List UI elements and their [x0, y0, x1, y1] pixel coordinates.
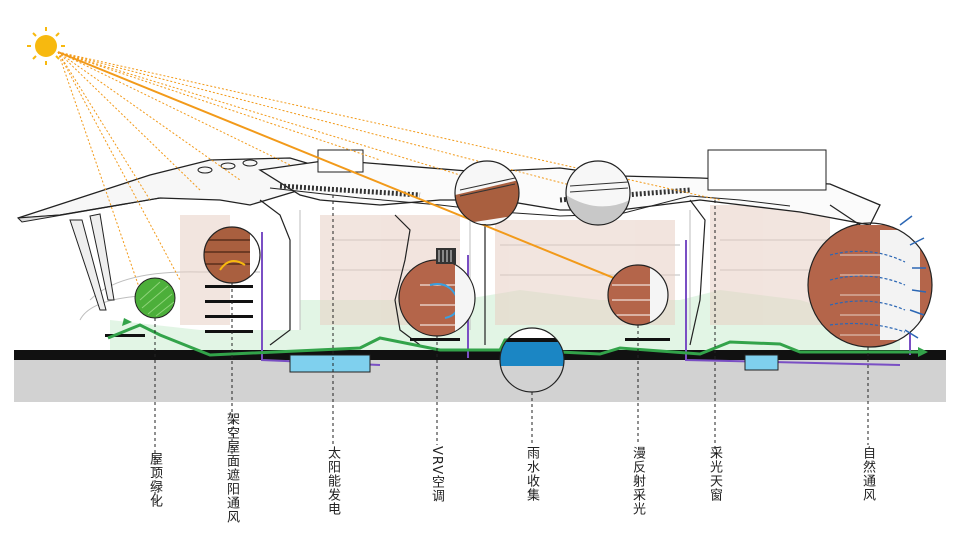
label-solar-power: 太阳能发电: [325, 446, 340, 516]
rain-tanks: [289, 354, 779, 373]
detail-rainwater: [499, 327, 565, 393]
ground-line: [14, 350, 946, 360]
ground: [14, 358, 946, 402]
airflow-arrow-icon: [122, 318, 132, 326]
detail-natural-ventilation: [807, 215, 933, 348]
label-skylight: 采光天窗: [707, 446, 722, 502]
label-vrv-ac: VRV空调: [429, 446, 444, 504]
label-roof-garden: 屋顶绿化: [147, 452, 162, 508]
interior-brick-walls: [180, 205, 830, 325]
direct-light-ray: [57, 51, 669, 301]
leader-lines: [154, 195, 869, 505]
detail-vrv: [398, 248, 476, 337]
detail-diffuse-light: [607, 264, 669, 326]
label-roof-shading-ventilation: 架空屋面遮阳通风: [224, 412, 239, 524]
detail-skylight-1: [454, 160, 520, 226]
detail-skylight-2: [565, 160, 631, 226]
airflow-arrow-icon: [899, 215, 927, 339]
label-natural-ventilation: 自然通风: [860, 446, 875, 502]
airflow-arrow-icon: [918, 347, 928, 357]
label-rainwater-collection: 雨水收集: [524, 446, 539, 502]
sun-icon: [27, 27, 65, 65]
floor-slabs: [105, 285, 670, 341]
label-diffuse-daylight: 漫反射采光: [630, 446, 645, 516]
roof-garden-icon: [134, 277, 176, 319]
